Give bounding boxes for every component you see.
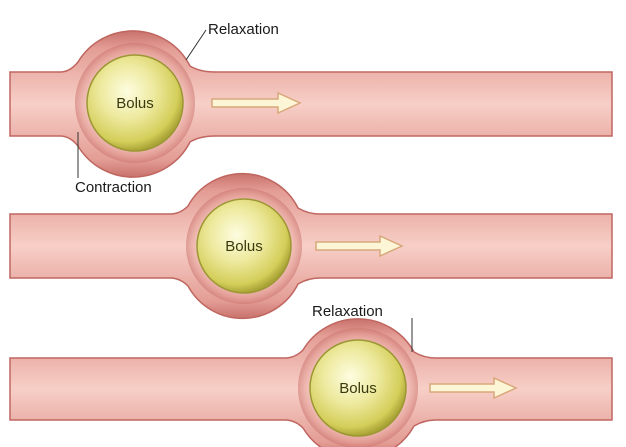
contraction-label: Contraction (75, 179, 152, 196)
relaxation-label: Relaxation (208, 21, 279, 38)
bolus-label: Bolus (116, 95, 154, 112)
panel-1: Bolus Relaxation Contraction (10, 21, 612, 196)
bolus-label: Bolus (225, 238, 263, 255)
panel-3: Bolus Relaxation (10, 303, 612, 447)
relaxation-leader-line (186, 30, 206, 60)
bolus-label: Bolus (339, 380, 377, 397)
relaxation-label: Relaxation (312, 303, 383, 320)
